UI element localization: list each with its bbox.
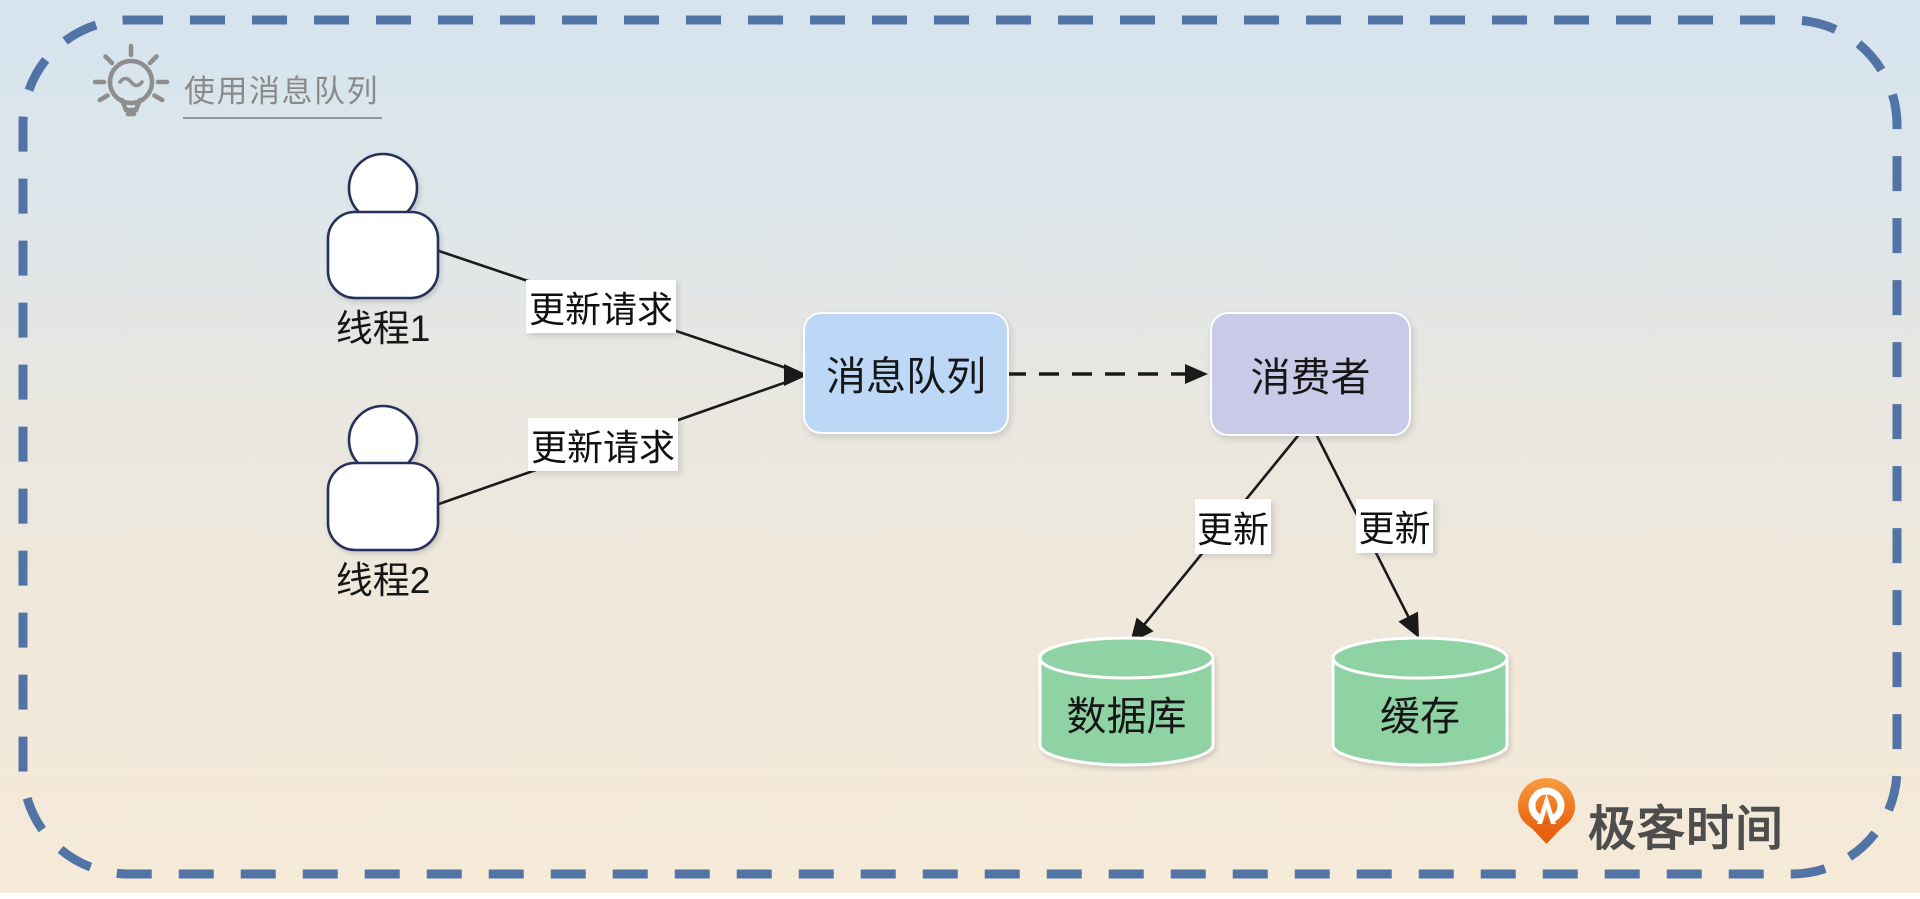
diagram-title: 使用消息队列 bbox=[183, 66, 382, 119]
edge-label-update-database: 更新 bbox=[1195, 499, 1271, 554]
edge-label-update-request-2: 更新请求 bbox=[528, 418, 678, 471]
thread2-label: 线程2 bbox=[335, 560, 431, 601]
geektime-logo-text: 极客时间 bbox=[1588, 803, 1785, 856]
database-cylinder bbox=[1038, 636, 1215, 767]
database-label: 数据库 bbox=[1066, 694, 1187, 739]
dashed-frame-border bbox=[18, 15, 1902, 879]
message-queue-node: 消息队列 bbox=[803, 312, 1009, 434]
edge-label-update-cache: 更新 bbox=[1356, 499, 1433, 553]
arrowhead-into-consumer bbox=[1185, 364, 1208, 384]
person-icon-thread2 bbox=[326, 404, 440, 552]
cache-cylinder bbox=[1331, 636, 1509, 767]
bottom-edge-strip bbox=[0, 893, 1920, 899]
thread1-label: 线程1 bbox=[335, 308, 431, 349]
cache-label: 缓存 bbox=[1380, 694, 1460, 739]
arrowhead-into-cache bbox=[1398, 611, 1419, 638]
arrowhead-into-queue bbox=[784, 364, 808, 386]
geektime-logo-icon bbox=[1518, 778, 1575, 844]
person-icon-thread1 bbox=[326, 152, 440, 300]
consumer-node: 消费者 bbox=[1210, 312, 1411, 436]
lightbulb-icon bbox=[92, 43, 170, 117]
edge-label-update-request-1: 更新请求 bbox=[526, 280, 676, 333]
